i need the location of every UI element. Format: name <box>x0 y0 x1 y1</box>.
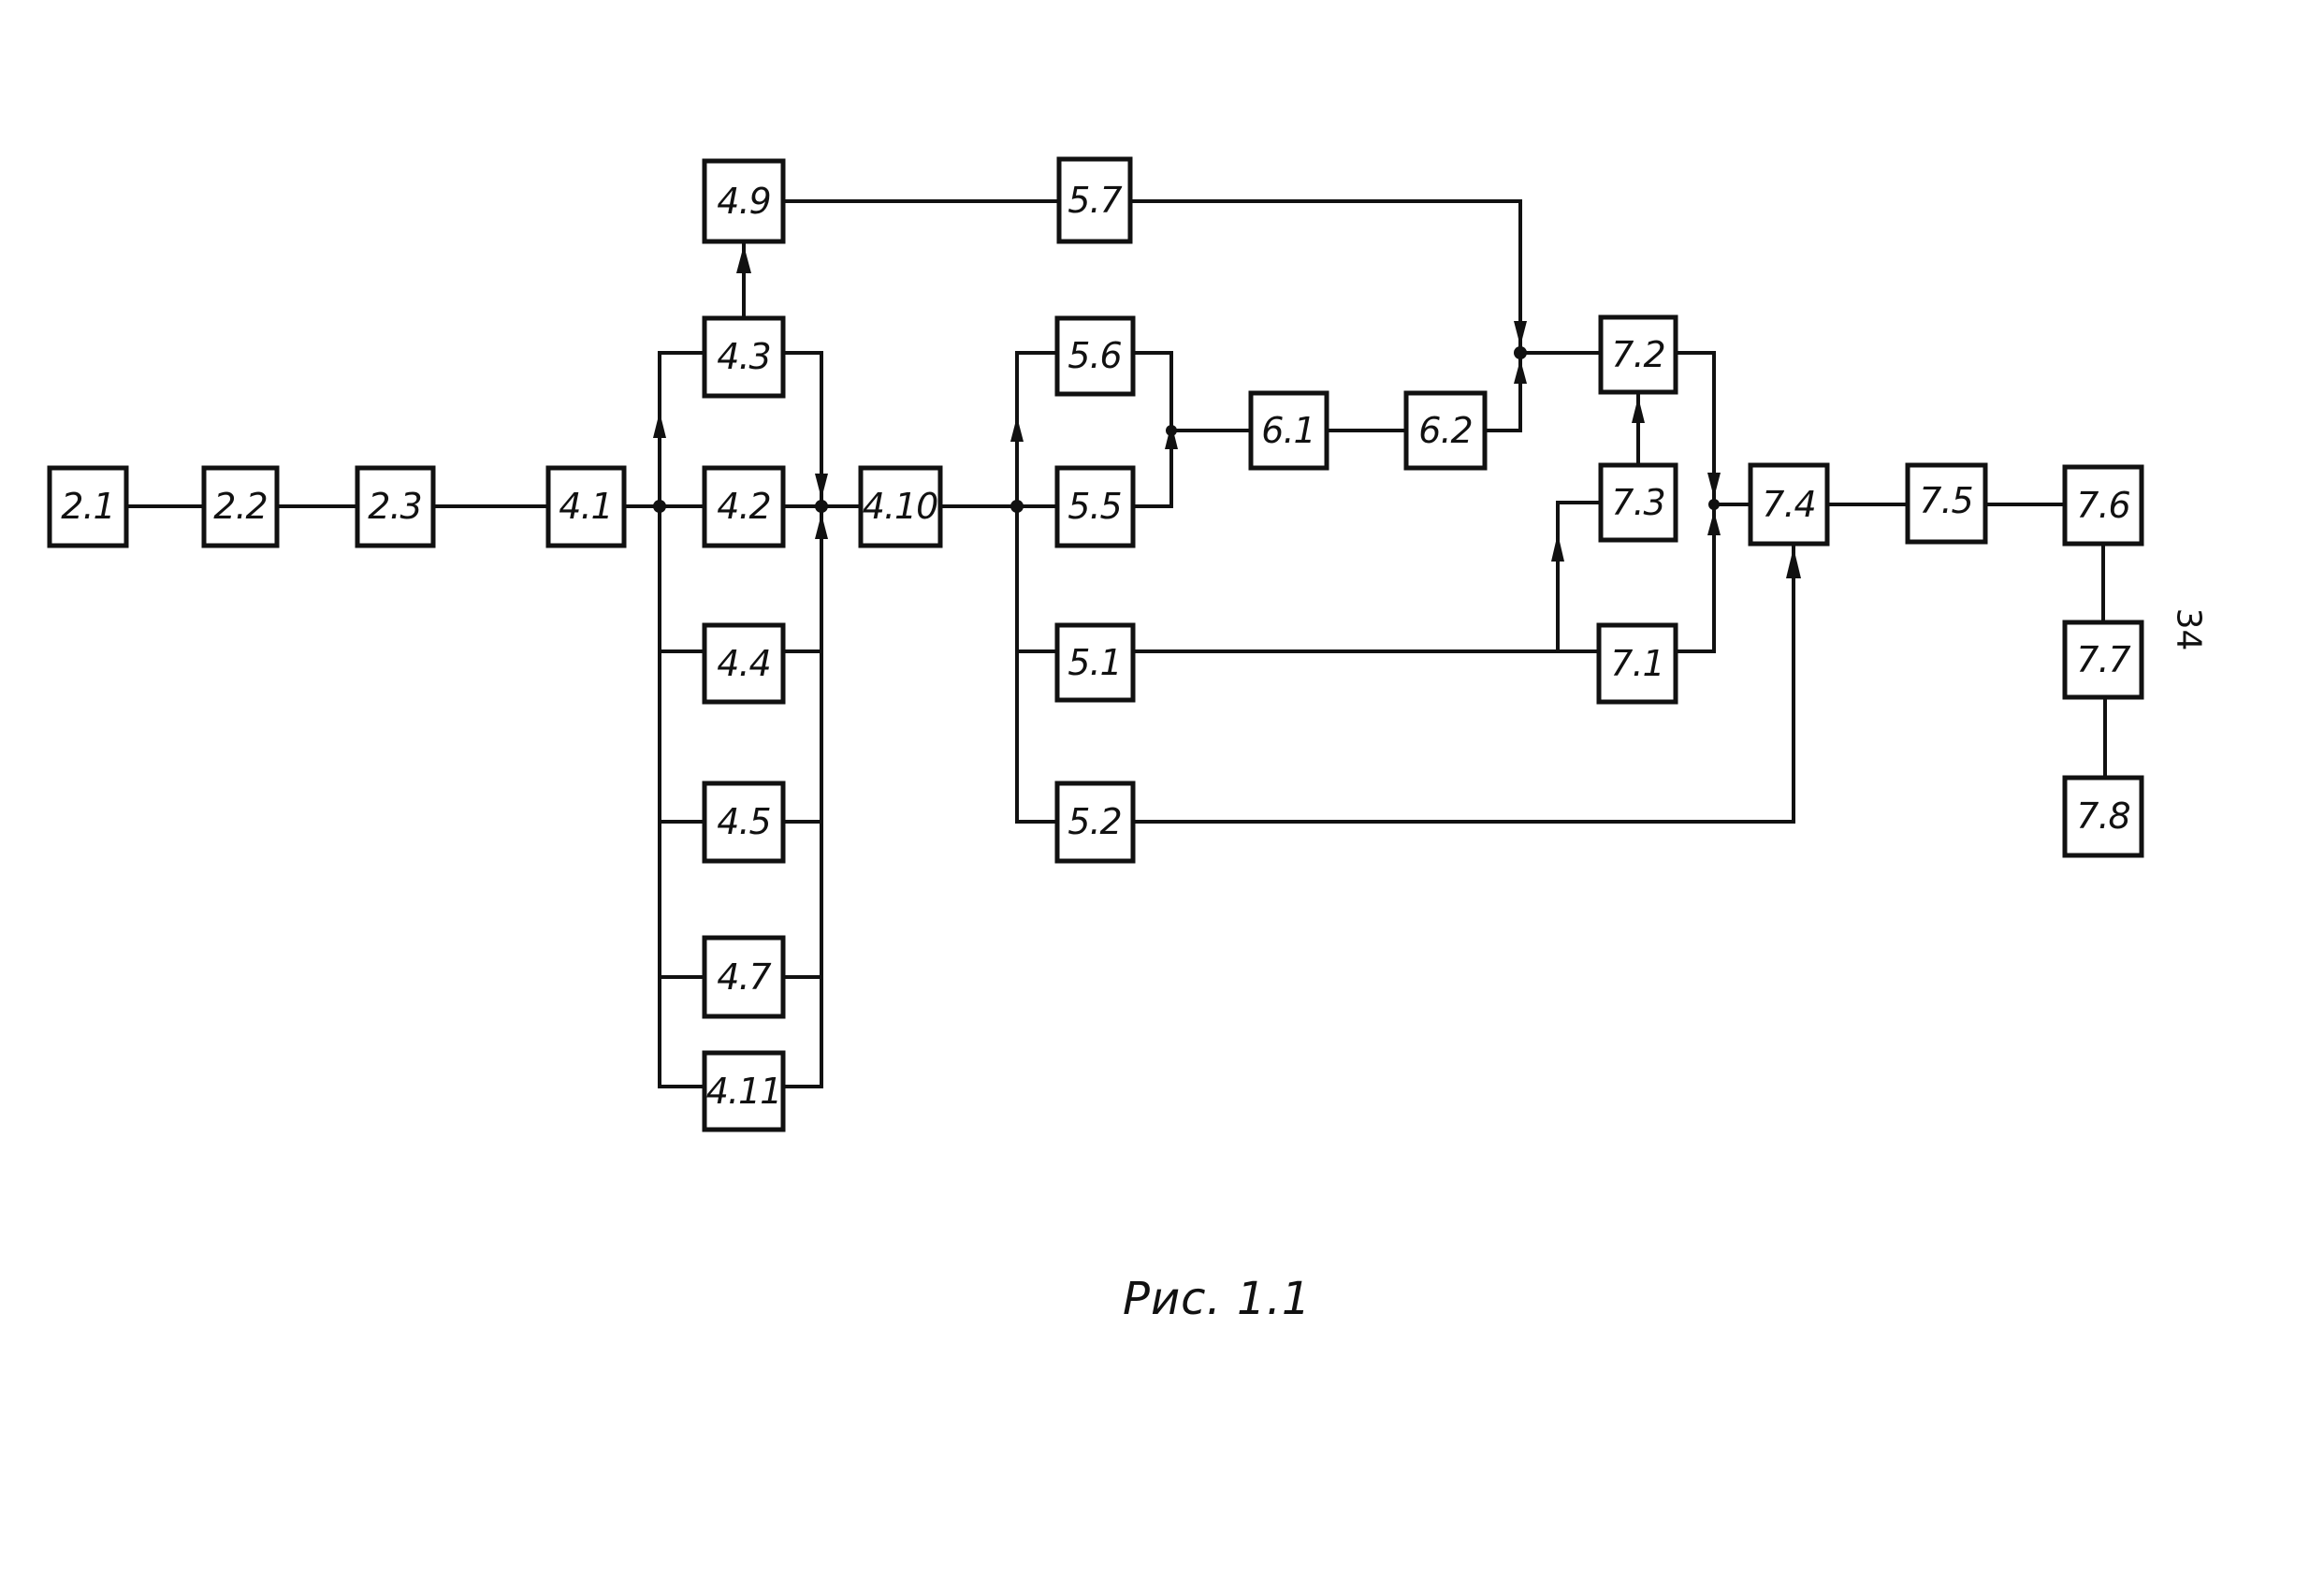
arrow-up-icon <box>1514 359 1527 384</box>
page-number: 34 <box>2169 607 2208 651</box>
block-label: 4.11 <box>706 1071 782 1112</box>
junction-dot <box>653 500 666 513</box>
block-2-1[interactable]: 2.1 <box>47 465 129 548</box>
arrow-up-icon <box>653 412 666 438</box>
block-label: 4.1 <box>559 486 612 527</box>
arrow-up-icon <box>736 245 751 273</box>
block-label: 5.6 <box>1068 335 1121 376</box>
wire-7.2-bus <box>1674 351 1716 653</box>
arrow-down-icon <box>1514 321 1527 346</box>
block-label: 7.6 <box>2076 485 2129 526</box>
block-5-7[interactable]: 5.7 <box>1056 156 1133 244</box>
block-5-6[interactable]: 5.6 <box>1054 315 1136 397</box>
block-label: 4.2 <box>717 486 770 527</box>
arrowheads <box>653 245 1801 578</box>
block-4-10[interactable]: 4.10 <box>858 465 943 548</box>
block-2-3[interactable]: 2.3 <box>355 465 436 548</box>
block-4-4[interactable]: 4.4 <box>702 622 786 705</box>
block-label: 7.4 <box>1762 484 1815 525</box>
block-label: 5.7 <box>1068 180 1122 221</box>
block-label: 6.2 <box>1418 410 1472 451</box>
block-7-5[interactable]: 7.5 <box>1905 462 1988 545</box>
arrow-up-icon <box>1786 547 1801 578</box>
block-7-3[interactable]: 7.3 <box>1598 462 1678 543</box>
wire-6.2-junction <box>1483 351 1522 432</box>
block-label: 7.7 <box>2076 639 2130 680</box>
block-6-2[interactable]: 6.2 <box>1403 390 1488 471</box>
block-label: 2.2 <box>213 486 267 527</box>
block-4-2[interactable]: 4.2 <box>702 465 786 548</box>
arrow-up-icon <box>1632 397 1645 423</box>
block-label: 4.3 <box>717 336 770 377</box>
block-7-8[interactable]: 7.8 <box>2062 775 2144 858</box>
arrow-up-icon <box>1010 416 1024 442</box>
block-label: 4.7 <box>717 956 771 998</box>
arrow-up-icon <box>1551 533 1564 562</box>
block-label: 4.9 <box>717 181 770 222</box>
block-label: 5.2 <box>1068 801 1121 842</box>
block-4-11[interactable]: 4.11 <box>702 1050 786 1132</box>
block-7-1[interactable]: 7.1 <box>1596 622 1678 705</box>
wire-5.7-7.2 <box>1128 199 1522 355</box>
block-label: 7.5 <box>1919 480 1972 521</box>
block-4-9[interactable]: 4.9 <box>702 158 786 244</box>
block-7-4[interactable]: 7.4 <box>1748 462 1830 547</box>
block-5-2[interactable]: 5.2 <box>1054 781 1136 864</box>
block-label: 4.10 <box>863 486 938 527</box>
block-label: 5.1 <box>1068 642 1121 683</box>
block-7-2[interactable]: 7.2 <box>1598 314 1678 395</box>
junction-dot <box>1708 499 1720 510</box>
block-4-7[interactable]: 4.7 <box>702 935 786 1019</box>
junctions <box>653 346 1720 513</box>
block-7-7[interactable]: 7.7 <box>2062 620 2144 700</box>
arrow-down-icon <box>815 474 828 499</box>
block-2-2[interactable]: 2.2 <box>201 465 280 548</box>
block-label: 2.1 <box>61 486 114 527</box>
block-4-3[interactable]: 4.3 <box>702 315 786 399</box>
block-label: 4.5 <box>717 801 770 842</box>
junction-dot <box>815 500 828 513</box>
wire-5.1-7.3 <box>1556 501 1603 653</box>
block-label: 7.8 <box>2076 795 2129 837</box>
arrow-up-icon <box>1165 423 1178 449</box>
block-label: 4.4 <box>717 643 770 684</box>
block-4-5[interactable]: 4.5 <box>702 781 786 864</box>
block-label: 6.1 <box>1261 410 1315 451</box>
arrow-down-icon <box>1707 473 1721 498</box>
wire-5.2-7.4 <box>1131 542 1795 824</box>
blocks: 2.1 2.2 2.3 4.1 4.9 4.3 4.2 4.4 4.5 4.7 … <box>47 156 2144 1132</box>
block-label: 7.3 <box>1611 482 1664 523</box>
block-7-6[interactable]: 7.6 <box>2062 464 2144 547</box>
figure-caption: Рис. 1.1 <box>1123 1273 1312 1325</box>
block-6-1[interactable]: 6.1 <box>1248 390 1329 471</box>
junction-dot <box>1010 500 1024 513</box>
block-label: 7.2 <box>1611 334 1664 375</box>
block-label: 7.1 <box>1610 643 1663 684</box>
junction-dot <box>1514 346 1527 359</box>
block-label: 5.5 <box>1068 486 1121 527</box>
block-4-1[interactable]: 4.1 <box>545 465 627 548</box>
block-label: 2.3 <box>368 486 421 527</box>
wire-5.6-junction <box>1131 351 1173 508</box>
arrow-up-icon <box>815 514 828 539</box>
bus-5 <box>1015 351 1059 824</box>
arrow-up-icon <box>1707 511 1721 535</box>
block-5-1[interactable]: 5.1 <box>1054 622 1136 703</box>
block-5-5[interactable]: 5.5 <box>1054 465 1136 548</box>
